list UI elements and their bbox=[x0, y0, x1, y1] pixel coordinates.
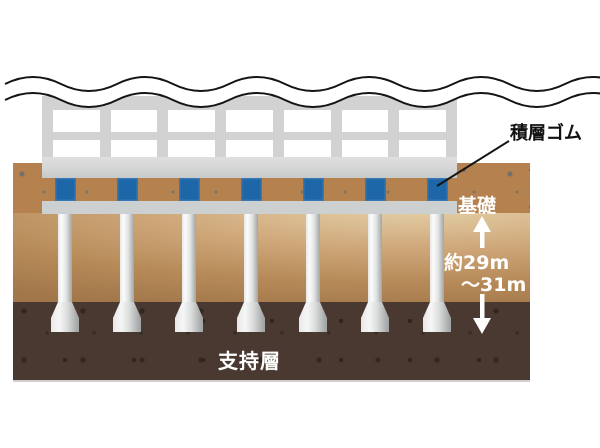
building-window-cell bbox=[226, 110, 273, 132]
building-base-slab bbox=[42, 157, 457, 178]
rubber-bearing bbox=[240, 178, 262, 201]
down-arrow-icon bbox=[473, 294, 491, 334]
label-depth-to-31m: 〜31m bbox=[461, 274, 527, 296]
foundation-slab bbox=[42, 201, 457, 214]
break-wave-lines-icon bbox=[4, 0, 600, 108]
building-window-cell bbox=[168, 140, 216, 157]
pile-shaft bbox=[58, 214, 72, 306]
pile bbox=[299, 214, 327, 332]
label-depth-approx-29m: 約29m bbox=[444, 252, 510, 274]
rubber-bearing bbox=[302, 178, 324, 201]
label-laminated-rubber: 積層ゴム bbox=[510, 123, 582, 144]
building-window-cell bbox=[283, 110, 331, 132]
building-window-cell bbox=[168, 110, 216, 132]
pile-shaft bbox=[120, 214, 134, 306]
building-window-cell bbox=[226, 140, 273, 157]
building-window-cell bbox=[283, 140, 331, 157]
building-window-cell bbox=[110, 110, 158, 132]
pile bbox=[175, 214, 203, 332]
up-arrow-icon bbox=[473, 216, 491, 248]
building-window-cell bbox=[53, 140, 100, 157]
pile-shaft bbox=[430, 214, 444, 306]
pile-shaft bbox=[306, 214, 320, 306]
pile-shaft bbox=[182, 214, 196, 306]
leader-line bbox=[436, 140, 510, 187]
pile bbox=[51, 214, 79, 332]
pile bbox=[423, 214, 451, 332]
building-window-cell bbox=[399, 110, 446, 132]
building-window-cell bbox=[341, 140, 389, 157]
rubber-bearing bbox=[364, 178, 386, 201]
pile bbox=[361, 214, 389, 332]
pile bbox=[237, 214, 265, 332]
building-window-cell bbox=[399, 140, 446, 157]
pile-shaft bbox=[244, 214, 258, 306]
label-support-layer: 支持層 bbox=[218, 349, 281, 373]
building-window-cell bbox=[110, 140, 158, 157]
building-window-cell bbox=[341, 110, 389, 132]
rubber-bearing bbox=[116, 178, 138, 201]
pile-shaft bbox=[368, 214, 382, 306]
rubber-bearing bbox=[178, 178, 200, 201]
label-foundation: 基礎 bbox=[458, 195, 497, 217]
building-frame-grid bbox=[42, 96, 457, 157]
rubber-bearing bbox=[54, 178, 76, 201]
building-window-cell bbox=[53, 110, 100, 132]
pile bbox=[113, 214, 141, 332]
